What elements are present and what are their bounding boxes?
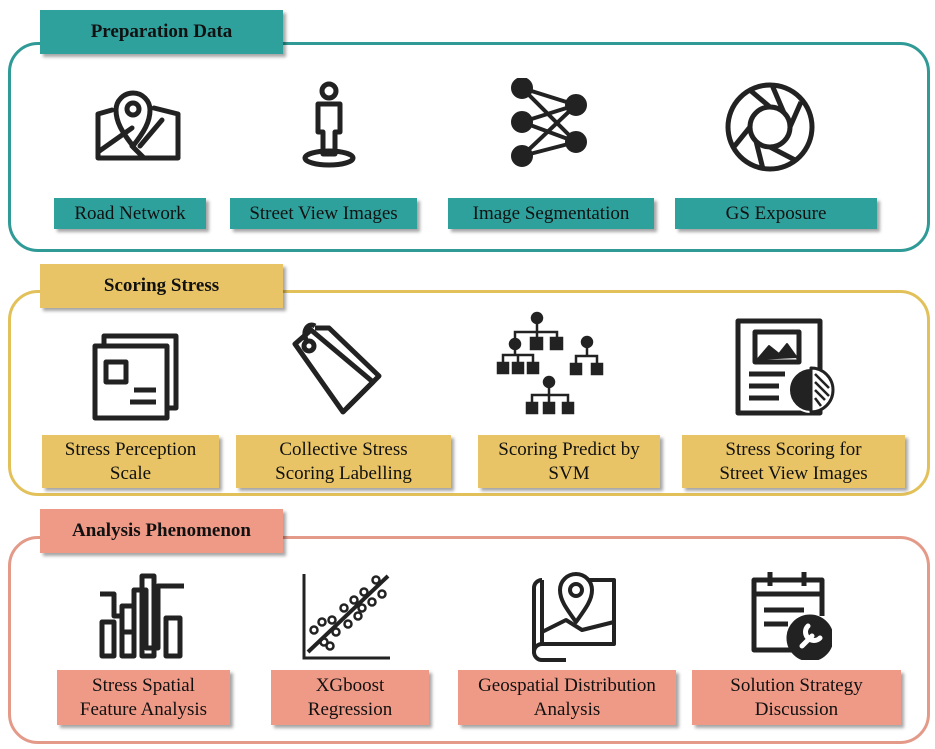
scoring-predict-by-svm-label: Scoring Predict by SVM <box>478 435 660 488</box>
price-tags-icon <box>285 320 383 418</box>
camera-aperture-icon <box>723 80 817 174</box>
collective-stress-scoring-labelling-label: Collective Stress Scoring Labelling <box>236 435 451 488</box>
image-report-icon <box>735 318 835 418</box>
scoring-stress-frame <box>8 290 930 496</box>
analysis-phenomenon-header: Analysis Phenomenon <box>40 509 283 553</box>
stress-perception-scale-label: Stress Perception Scale <box>42 435 219 488</box>
analysis-phenomenon-frame <box>8 536 930 744</box>
xgboost-regression-label: XGboost Regression <box>271 670 429 725</box>
map-scroll-pin-icon <box>526 570 618 662</box>
stress-scoring-street-view-images-label: Stress Scoring for Street View Images <box>682 435 905 488</box>
preparation-data-header: Preparation Data <box>40 10 283 54</box>
calendar-wrench-icon <box>748 570 832 660</box>
solution-strategy-discussion-label: Solution Strategy Discussion <box>692 670 901 725</box>
street-view-person-icon <box>300 80 358 168</box>
stress-spatial-feature-analysis-label: Stress Spatial Feature Analysis <box>57 670 230 725</box>
gs-exposure-label: GS Exposure <box>675 198 877 229</box>
hierarchy-tree-icon <box>495 310 607 416</box>
bar-line-chart-icon <box>96 572 188 662</box>
stacked-cards-icon <box>90 332 182 422</box>
geospatial-distribution-analysis-label: Geospatial Distribution Analysis <box>458 670 676 725</box>
scatter-plot-icon <box>300 572 392 662</box>
neural-network-icon <box>510 78 590 168</box>
map-pin-icon <box>92 80 184 164</box>
street-view-images-label: Street View Images <box>230 198 417 229</box>
road-network-label: Road Network <box>54 198 206 229</box>
preparation-data-frame <box>8 42 930 252</box>
scoring-stress-header: Scoring Stress <box>40 264 283 308</box>
image-segmentation-label: Image Segmentation <box>448 198 654 229</box>
